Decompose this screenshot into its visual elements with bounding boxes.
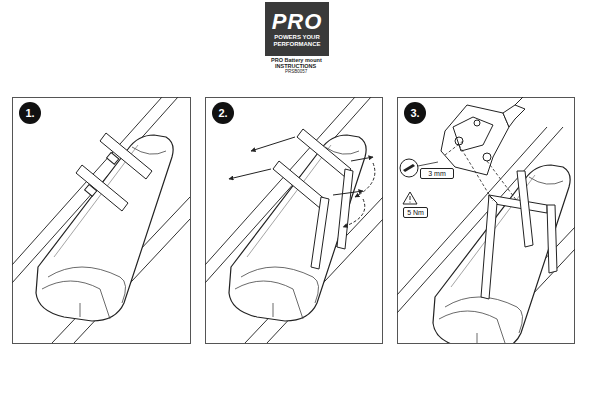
- step-number: 3.: [410, 107, 419, 119]
- spec-box: 3 mm: [420, 168, 454, 179]
- product-name: PRO Battery mount: [271, 57, 322, 64]
- part-code: PRSB0057: [285, 69, 307, 75]
- logo-box: PROPOWERS YOUR PERFORMANCE: [265, 2, 329, 56]
- step-number-badge: 3.: [404, 102, 426, 124]
- warning-triangle: [403, 192, 417, 204]
- logo-tagline: POWERS YOUR PERFORMANCE: [270, 34, 324, 48]
- spec-value: 5 Nm: [407, 208, 424, 217]
- mount-bracket: [441, 97, 525, 175]
- step-number: 1.: [25, 107, 34, 119]
- step-number-badge: 1.: [19, 102, 41, 124]
- spec-box: 5 Nm: [403, 207, 428, 218]
- logo-wordmark: PRO: [272, 10, 323, 34]
- step-1-drawing: [12, 97, 190, 343]
- step-3-drawing: [397, 97, 575, 343]
- document-title: INSTRUCTIONS: [275, 63, 316, 70]
- step-number-badge: 2.: [212, 102, 234, 124]
- spec-value: 3 mm: [428, 169, 446, 178]
- step-number: 2.: [218, 107, 227, 119]
- step-2-drawing: [205, 97, 383, 343]
